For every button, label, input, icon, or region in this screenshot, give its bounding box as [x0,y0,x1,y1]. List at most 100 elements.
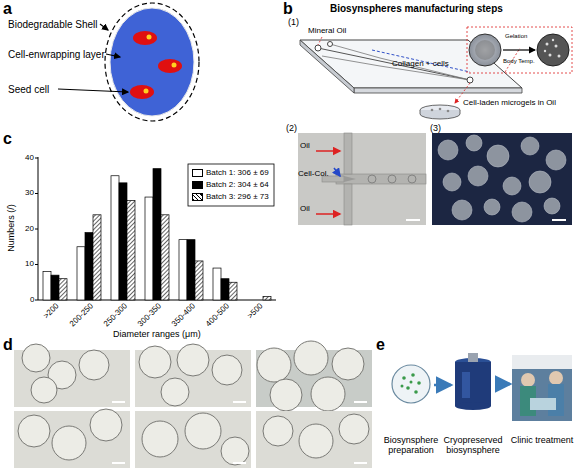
histogram-bar [195,261,203,300]
scale-bar [354,462,367,464]
axis-tick-label: 0 [30,296,34,305]
histogram-bar [145,197,153,300]
panel-letter: b [283,0,293,18]
microsphere [270,379,302,411]
microgel-photo [432,133,572,225]
annotation-label: Numbers (/) [7,204,17,252]
axis-tick-label: 30 [25,189,34,198]
legend-swatch [192,181,203,189]
axis-tick-label: 10 [25,260,34,269]
histogram-bar [263,296,271,300]
microsphere [299,424,333,458]
histogram-bar [59,279,67,300]
microsphere [294,341,328,375]
histogram-bar [111,176,119,300]
microsphere [22,344,50,372]
panel-letter: c [3,130,12,148]
axis-tick-label: 40 [25,154,34,163]
microsphere [161,378,189,406]
histogram-bar [119,183,127,300]
micrograph [135,411,251,468]
microsphere [311,377,345,411]
scale-bar [112,462,125,464]
annotation-label: Body Temp. [503,58,535,65]
droplet-generation-photo [298,133,426,225]
annotation-label: (1) [288,18,299,28]
microfluidic-chip [300,27,572,119]
microsphere [18,415,50,447]
axis-tick-label: 400-500 [205,302,232,329]
annotation-label: Oil [300,205,310,214]
step-label: Biosynsphere preparation [375,435,447,456]
axis-tick [35,229,38,230]
workflow-icons [392,353,572,421]
histogram-bar [221,279,229,300]
axis-tick [35,193,38,194]
axis-tick-label: 200-250 [69,302,96,329]
histogram-bar [161,215,169,300]
annotation-label: Gelation [505,33,527,40]
annotation-label: Seed cell [8,84,49,95]
legend-swatch [192,169,203,177]
annotation-label: Cell-laden microgels in Oil [463,99,556,108]
microsphere [177,344,209,376]
annotation-label: Diameter ranges (μm) [113,330,201,340]
annotation-label: Mineral Oil [308,27,346,36]
histogram-bar [51,275,59,300]
scale-bar [354,401,367,403]
annotation-label: Cell-enwrapping layer [8,49,105,60]
annotation-label: Collagen + cells [392,60,449,69]
axis-tick-label: 300-350 [137,302,164,329]
histogram-bar [93,215,101,300]
panel-letter: e [376,336,385,354]
axis-tick-label: 250-300 [103,302,130,329]
legend-label: Batch 1: 306 ± 69 [206,168,269,177]
microsphere [139,346,171,378]
annotation-label: (3) [430,124,441,134]
axis-tick-label: 20 [25,225,34,234]
panel-letter: d [3,336,13,354]
axis-tick-label: 350-400 [171,302,198,329]
histogram-bar [85,233,93,300]
microsphere [332,348,364,380]
workflow-step: Clinic treatment [512,355,572,421]
histogram-bar [213,268,221,300]
microsphere [79,350,109,380]
step-label: Cryopreserved biosynsphere [437,435,509,456]
annotation-label: Biosynspheres manufacturing steps [330,3,503,14]
workflow-step: Biosynsphere preparation [390,363,432,407]
legend-label: Batch 3: 296 ± 73 [206,192,269,201]
scale-bar [233,462,246,464]
axis-tick-label: >200 [42,302,61,321]
microsphere [263,416,293,446]
axis-tick [35,158,38,159]
microsphere [31,377,57,403]
microsphere [185,413,221,449]
axis-tick [35,300,38,301]
legend-label: Batch 2: 304 ± 64 [206,180,269,189]
micrograph-grid [14,341,372,468]
axis-tick-label: >500 [246,302,265,321]
annotation-label: Oil [300,142,310,151]
step-label: Clinic treatment [506,435,575,445]
flow-arrow [495,383,510,386]
annotation-label: Biodegradable Shell [8,19,98,30]
annotation-label: Cell-Col. [298,170,329,179]
panel-letter: a [3,0,12,18]
microsphere [339,414,369,444]
histogram-bar [187,240,195,300]
histogram-bar [43,272,51,300]
microsphere [212,355,242,385]
flow-arrow [434,384,451,387]
microsphere [221,437,249,465]
histogram-bar [127,201,135,300]
workflow-step: Cryopreserved biosynsphere [453,356,493,412]
axis-tick [35,264,38,265]
chart-axes [35,157,276,300]
micrograph [256,411,372,468]
microsphere [142,421,178,457]
microsphere [257,348,291,382]
